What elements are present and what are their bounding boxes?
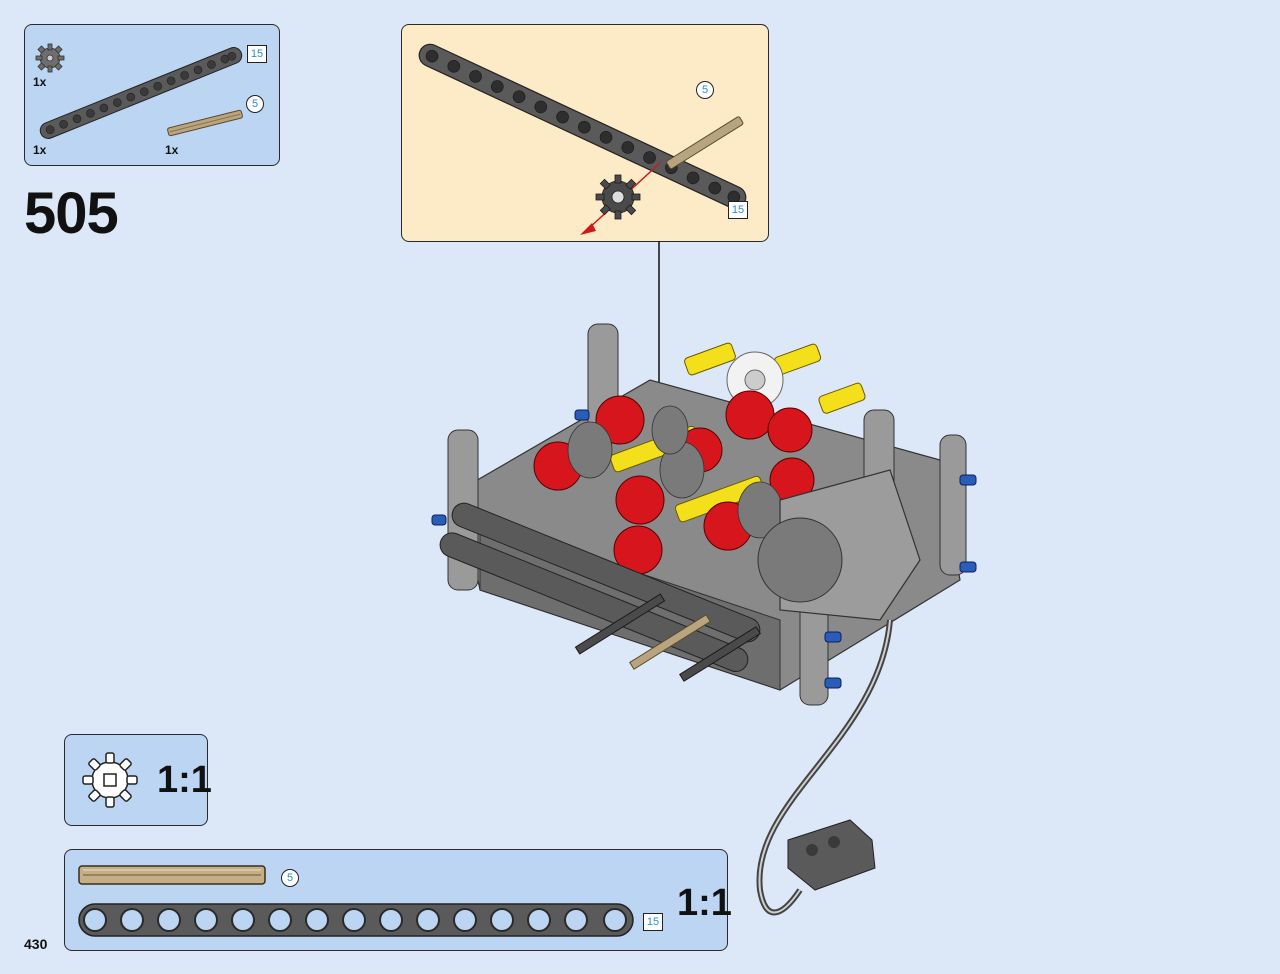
scale-axle-5: [78, 865, 266, 885]
scale-ratio: 1:1: [677, 882, 732, 924]
beam-quantity: 1x: [33, 143, 47, 157]
scale-beam-15: [78, 903, 634, 937]
axle-quantity: 1x: [165, 143, 179, 157]
callout-axle-length-label: 5: [696, 81, 714, 99]
gear-outline-icon: [82, 752, 138, 808]
parts-panel: 1x 15 1x 5 1x: [24, 24, 280, 166]
gear-quantity: 1x: [33, 75, 47, 89]
page-number: 430: [24, 936, 48, 952]
beam-15-part: [39, 47, 243, 139]
gearbox-model-illustration: [431, 323, 977, 916]
gear-icon: [35, 43, 65, 73]
step-number: 505: [24, 181, 119, 246]
scale-reference-panel: 5 15 1:1: [64, 849, 732, 951]
axle-5-part: [167, 109, 243, 137]
gear-scale-ratio: 1:1: [157, 759, 212, 801]
callout-beam-illustration: [418, 43, 747, 235]
scale-axle-length-label: 5: [281, 869, 299, 887]
sub-assembly-callout: 5 15: [401, 24, 769, 242]
axle-length-label: 5: [246, 95, 264, 113]
beam-length-label: 15: [247, 45, 267, 63]
gear-scale-panel: 1:1: [64, 734, 212, 826]
scale-beam-length-label: 15: [643, 913, 663, 931]
callout-beam-length-label: 15: [728, 201, 748, 219]
